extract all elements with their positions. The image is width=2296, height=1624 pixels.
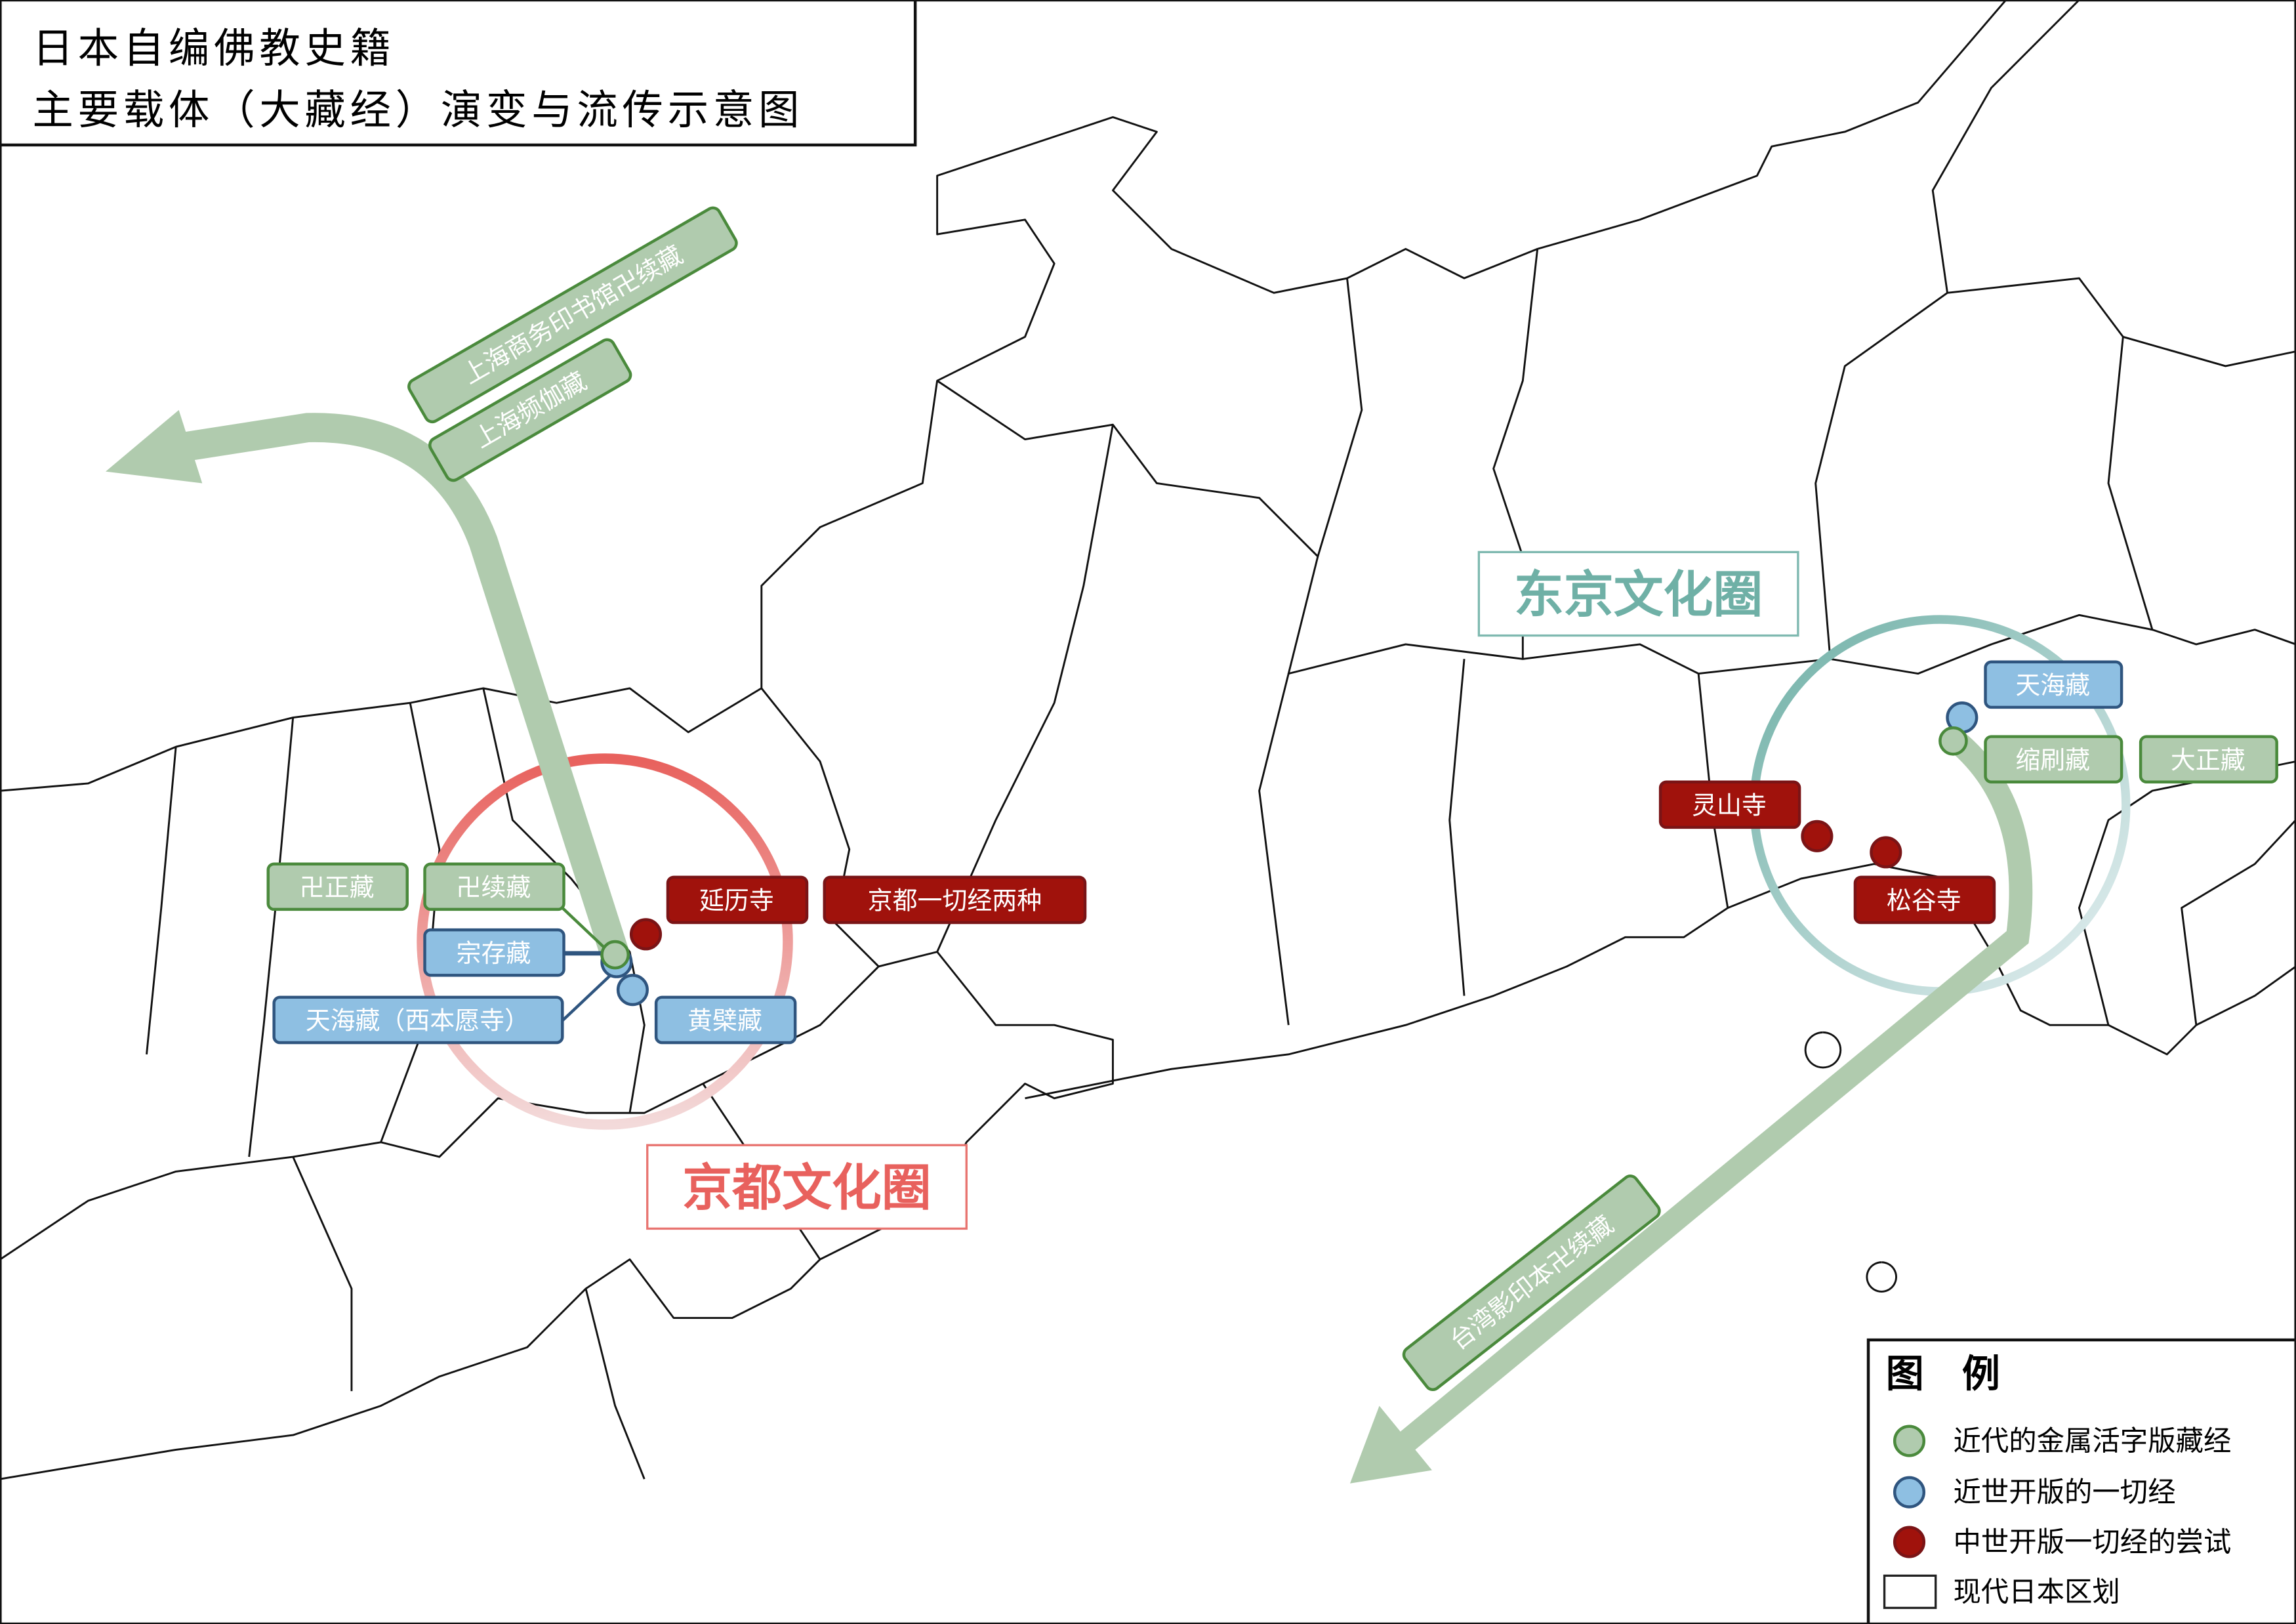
legend-item-blue: 近世开版的一切经 [1953,1476,2175,1509]
legend-green-icon [1893,1425,1926,1457]
svg-text:京都一切经两种: 京都一切经两种 [868,886,1042,915]
svg-text:卍正藏: 卍正藏 [300,873,375,902]
arrow-to-shanghai [106,409,630,970]
legend-red-icon [1893,1526,1926,1558]
kyoto-region-title: 京都文化圈 [646,1144,968,1230]
svg-text:延历寺: 延历寺 [699,886,774,915]
legend-item-red: 中世开版一切经的尝试 [1953,1526,2231,1558]
arrow-to-taiwan [1349,728,2033,1484]
label-enryakuji: 延历寺 [666,875,809,925]
title-box: 日本自编佛教史籍 主要载体（大藏经）演变与流传示意图 [0,0,917,147]
svg-text:灵山寺: 灵山寺 [1692,791,1767,820]
label-kyoto-two: 京都一切经两种 [823,875,1087,925]
legend-box-icon [1883,1574,1937,1610]
label-taisho: 大正藏 [2139,735,2278,783]
legend-item-green: 近代的金属活字版藏经 [1953,1425,2231,1457]
label-tenkaizo: 天海藏 [1984,660,2123,709]
label-shoukokuji: 松谷寺 [1853,875,1996,925]
kyoto-blue-dot-2 [616,974,649,1007]
title-line-2: 主要载体（大藏经）演变与流传示意图 [32,86,804,134]
japan-boundaries [0,0,2296,1480]
svg-text:宗存藏: 宗存藏 [457,939,531,968]
svg-text:天海藏（西本愿寺）: 天海藏（西本愿寺） [306,1007,529,1035]
tokyo-green-dot [1938,726,1968,756]
svg-text:天海藏: 天海藏 [2015,671,2090,699]
svg-text:东京文化圈: 东京文化圈 [1514,566,1763,624]
svg-text:黄檗藏: 黄檗藏 [687,1007,762,1035]
svg-text:京都文化圈: 京都文化圈 [682,1158,931,1217]
svg-text:卍续藏: 卍续藏 [457,873,531,902]
legend-title: 图 例 [1886,1351,2000,1396]
kyoto-culture-ring [417,753,793,1130]
label-manji-seizo: 卍正藏 [266,862,409,911]
legend-blue-icon [1893,1476,1926,1509]
svg-text:大正藏: 大正藏 [2171,745,2245,774]
kyoto-green-dot [600,940,630,970]
svg-text:松谷寺: 松谷寺 [1887,886,1961,915]
label-manji-zokuzo: 卍续藏 [423,862,565,911]
tokyo-red-dot-1 [1801,820,1834,852]
svg-text:缩刷藏: 缩刷藏 [2015,745,2090,774]
label-ryozenji: 灵山寺 [1658,780,1801,829]
tokyo-red-dot-2 [1870,836,1902,869]
label-tenkaizo-nishi: 天海藏（西本愿寺） [272,995,564,1045]
kyoto-red-dot [629,918,663,951]
label-sozonzo: 宗存藏 [423,928,565,977]
tokyo-region-title: 东京文化圈 [1477,551,1799,637]
label-obaku: 黄檗藏 [654,995,797,1045]
legend: 图 例 近代的金属活字版藏经 近世开版的一切经 中世开版一切经的尝试 现代日本区… [1866,1338,2296,1624]
label-shukusatsu: 缩刷藏 [1984,735,2123,783]
title-line-1: 日本自编佛教史籍 [32,24,395,72]
legend-item-box: 现代日本区划 [1953,1575,2120,1608]
